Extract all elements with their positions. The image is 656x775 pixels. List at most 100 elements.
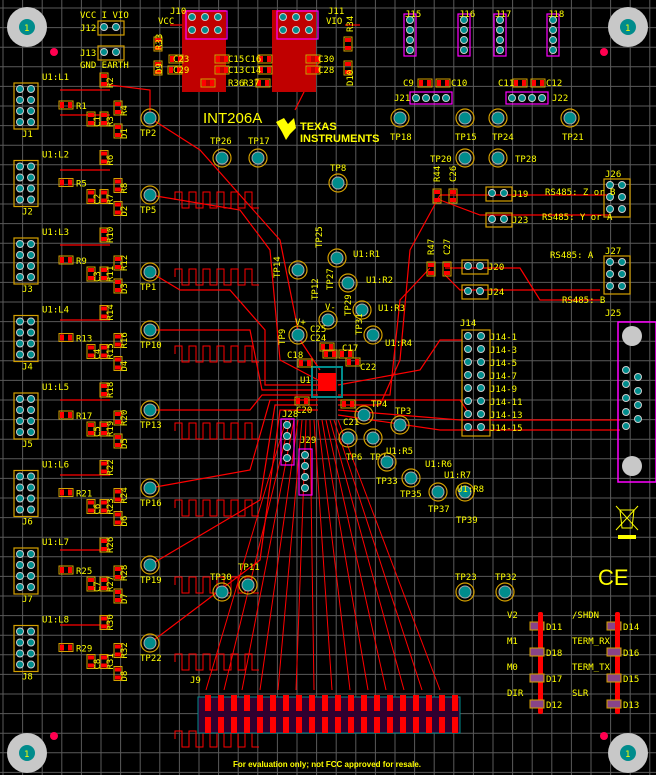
copper-trace — [205, 419, 287, 691]
led-name-label: M0 — [507, 663, 518, 673]
test-point-label: TP25 — [315, 226, 325, 248]
copper-serpentine — [174, 345, 259, 363]
copper-trace — [317, 419, 351, 691]
pad — [606, 205, 614, 213]
part-r5 — [58, 178, 74, 187]
smd-pad — [101, 151, 107, 156]
smd-pad — [60, 179, 64, 186]
footprint-outline — [99, 227, 109, 243]
smd-pad — [88, 113, 94, 117]
mounting-hole-label: 1 — [625, 750, 630, 760]
smd-pad — [115, 257, 121, 261]
pad — [412, 94, 420, 102]
pad — [16, 350, 24, 359]
led-footprint — [606, 699, 622, 709]
smd-pad — [267, 56, 271, 62]
pin-label: J14-7 — [490, 372, 517, 382]
pad — [549, 16, 557, 24]
test-point-pad — [458, 151, 472, 165]
test-point-pad — [215, 585, 229, 599]
header-j14 — [461, 329, 491, 437]
smd-pad — [60, 644, 64, 651]
test-point-tp1 — [140, 262, 160, 282]
smd-pad — [115, 187, 121, 192]
test-point-pad — [431, 485, 445, 499]
net-label: U1:R5 — [386, 447, 413, 457]
part-label: C3 — [93, 271, 103, 282]
pad — [618, 205, 626, 213]
part-r11 — [99, 266, 109, 282]
footprint-outline — [435, 78, 451, 88]
footprint-outline — [86, 189, 96, 204]
pad — [496, 36, 504, 44]
part-label: C8 — [93, 659, 103, 670]
smd-pad — [101, 345, 107, 350]
part-r26 — [99, 537, 109, 553]
pad — [16, 627, 24, 636]
smd-pad — [115, 280, 121, 284]
jumper-j23 — [485, 212, 513, 228]
pad — [618, 270, 626, 278]
smd-pad — [115, 567, 121, 571]
footprint-outline — [113, 278, 123, 294]
net-label: U1:R7 — [444, 471, 471, 481]
test-point-label: TP19 — [140, 576, 162, 586]
pin — [244, 695, 250, 711]
test-point-tp4 — [354, 405, 374, 425]
part-r29 — [58, 643, 74, 652]
footprint-outline — [99, 344, 109, 359]
copper-serpentine — [174, 499, 259, 517]
test-point-pad — [341, 276, 355, 290]
header-j22 — [505, 91, 549, 105]
rs485-net-label: RS485: Y or A — [542, 213, 613, 223]
smd-pad — [101, 508, 107, 513]
copper-trace — [150, 394, 318, 411]
smd-pad — [427, 80, 431, 86]
part-label: R32 — [120, 642, 130, 658]
part-label: R5 — [76, 180, 87, 190]
led-ref-label: D14 — [623, 623, 639, 633]
pad — [16, 273, 24, 281]
test-point-ring — [318, 310, 338, 330]
footprint-outline — [86, 576, 96, 592]
smd-pad — [101, 198, 107, 203]
j13-net-label: GND EARTH — [80, 61, 129, 71]
power-part-label: R36 — [228, 79, 244, 89]
pad — [477, 384, 485, 392]
mounting-hole-center — [19, 745, 35, 761]
pad — [112, 23, 120, 31]
test-point-pad — [366, 328, 380, 342]
test-point-pad — [491, 151, 505, 165]
smd-pad — [88, 500, 94, 505]
footprint-outline — [113, 123, 123, 139]
smd-pad — [355, 359, 359, 365]
part-label: R7 — [106, 194, 116, 205]
part-c20 — [294, 396, 310, 406]
smd-pad — [68, 179, 72, 186]
footprint-outline — [214, 65, 230, 75]
part-c26 — [448, 188, 458, 204]
test-point-pad — [143, 636, 157, 650]
test-point-ring — [328, 173, 348, 193]
test-point-ring — [327, 248, 347, 268]
pad — [16, 251, 24, 259]
footprint-outline — [113, 178, 123, 193]
footprint-outline — [99, 382, 109, 398]
part-c7 — [86, 576, 96, 592]
test-point-pad — [215, 151, 229, 165]
power-part-label: C29 — [173, 66, 189, 76]
led-footprint — [529, 699, 545, 709]
copper-trace — [439, 199, 610, 216]
pad — [464, 345, 472, 353]
part-label: R26 — [106, 537, 116, 553]
smd-pad — [115, 334, 121, 339]
pad — [464, 287, 472, 295]
copper-trace — [149, 117, 321, 371]
test-point-pad — [393, 111, 407, 125]
test-point-ring — [288, 325, 308, 345]
pad — [27, 350, 35, 359]
pin — [231, 717, 237, 733]
pin — [257, 717, 263, 733]
smd-pad — [101, 500, 107, 505]
